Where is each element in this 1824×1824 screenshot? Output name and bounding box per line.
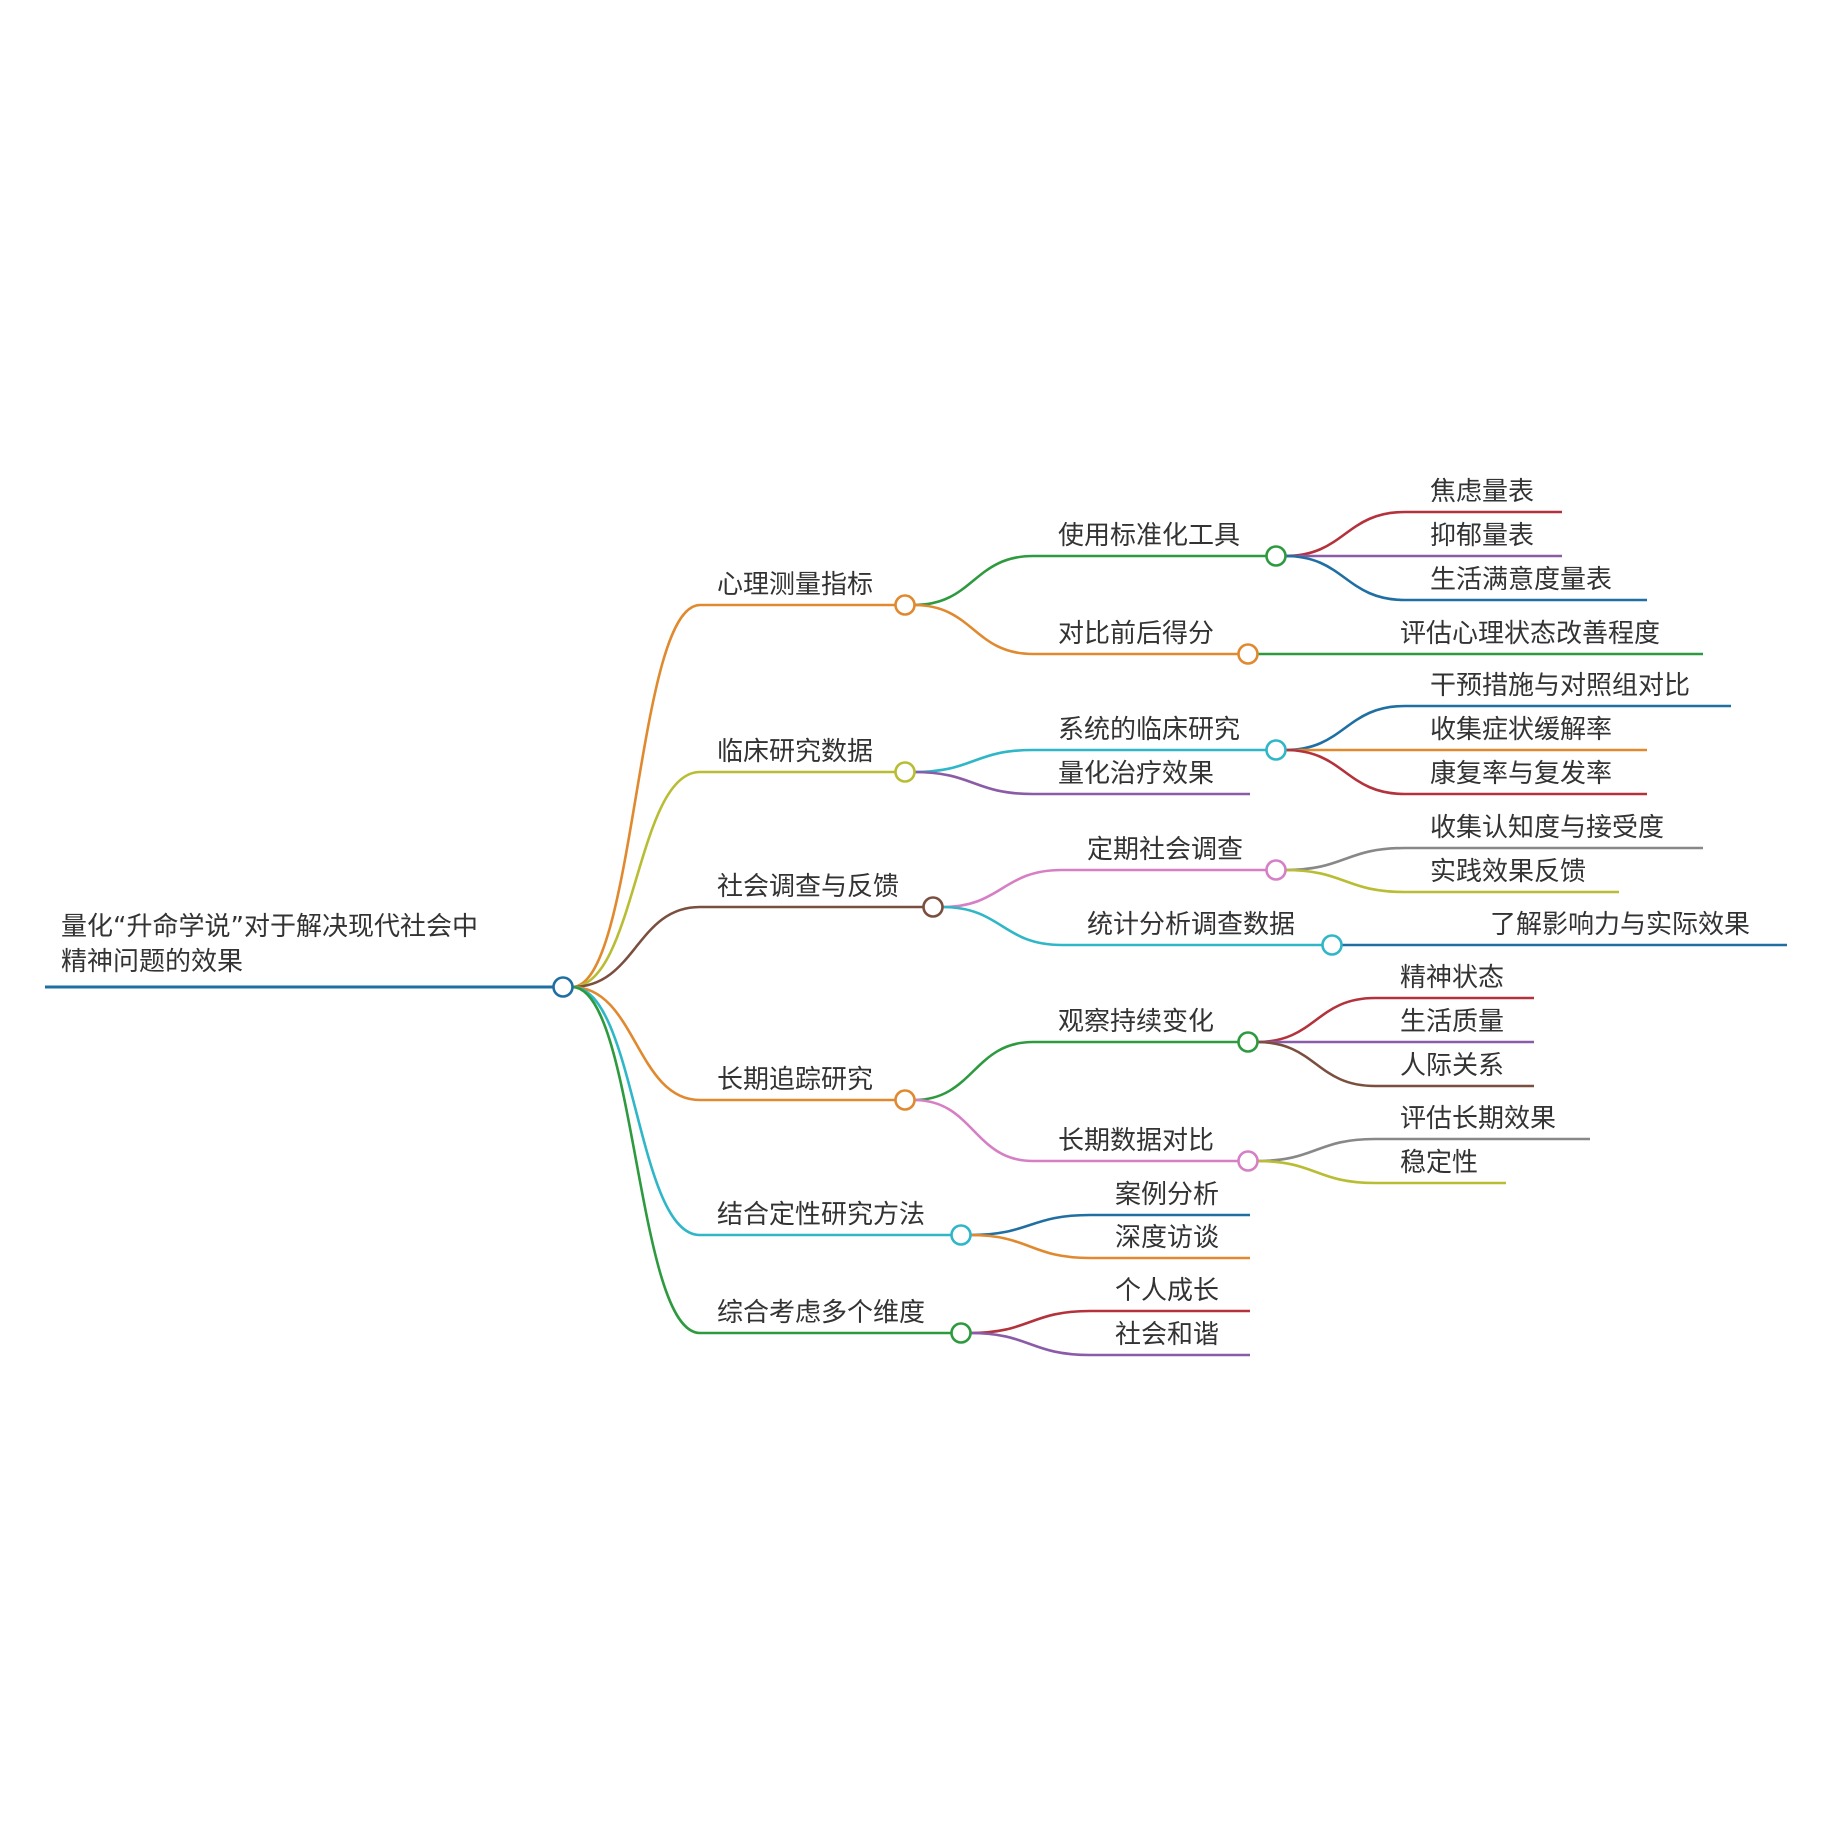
branch-collapse-handle-6[interactable] [950, 1322, 972, 1344]
subtopic-collapse-handle-3-1[interactable] [1265, 859, 1287, 881]
branch-connector-4 [571, 985, 701, 1102]
branch-connector-3 [571, 905, 701, 989]
leaf-topic-4-2-1[interactable]: 评估长期效果 [1400, 1104, 1556, 1134]
branch-collapse-handle-1[interactable] [894, 594, 916, 616]
leaf-topic-2-1-2[interactable]: 收集症状缓解率 [1430, 715, 1612, 745]
leaf-topic-4-1-1[interactable]: 精神状态 [1400, 963, 1504, 993]
subtopic-3-1[interactable]: 定期社会调查 [1087, 835, 1243, 865]
subtopic-connector-2-2 [913, 770, 1034, 796]
leaf-connector-2-1-3 [1284, 748, 1406, 796]
leaf-connector-4-1-1 [1256, 996, 1376, 1044]
subtopic-2-1[interactable]: 系统的临床研究 [1058, 715, 1240, 745]
leaf-topic-4-1-3[interactable]: 人际关系 [1400, 1051, 1504, 1081]
subtopic-connector-4-1 [913, 1040, 1034, 1102]
subtopic-6-2[interactable]: 社会和谐 [1115, 1320, 1219, 1350]
leaf-topic-2-1-1[interactable]: 干预措施与对照组对比 [1430, 671, 1690, 701]
leaf-topic-3-1-2[interactable]: 实践效果反馈 [1430, 857, 1586, 887]
branch-collapse-handle-4[interactable] [894, 1089, 916, 1111]
subtopic-collapse-handle-1-1[interactable] [1265, 545, 1287, 567]
subtopic-1-2[interactable]: 对比前后得分 [1058, 619, 1214, 649]
collapse-handles [552, 545, 1343, 1344]
branch-connector-2 [571, 770, 701, 989]
subtopic-connector-5-2 [969, 1233, 1091, 1260]
leaf-topic-1-1-2[interactable]: 抑郁量表 [1430, 521, 1534, 551]
subtopic-connector-4-2 [913, 1098, 1034, 1163]
subtopic-collapse-handle-4-1[interactable] [1237, 1031, 1259, 1053]
leaf-topic-3-2-1[interactable]: 了解影响力与实际效果 [1490, 910, 1750, 940]
branch-topic-1[interactable]: 心理测量指标 [717, 570, 873, 600]
subtopic-connector-6-2 [969, 1331, 1091, 1357]
branch-connector-1 [571, 603, 701, 989]
leaf-connector-1-1-1 [1284, 510, 1406, 558]
subtopic-2-2[interactable]: 量化治疗效果 [1058, 759, 1214, 789]
branch-collapse-handle-5[interactable] [950, 1224, 972, 1246]
subtopic-collapse-handle-2-1[interactable] [1265, 739, 1287, 761]
branch-connector-6 [571, 985, 701, 1335]
leaf-topic-1-2-1[interactable]: 评估心理状态改善程度 [1400, 619, 1660, 649]
subtopic-5-2[interactable]: 深度访谈 [1115, 1223, 1219, 1253]
subtopic-connector-1-1 [913, 554, 1034, 607]
connectors [45, 510, 1787, 1357]
leaf-topic-1-1-1[interactable]: 焦虑量表 [1430, 477, 1534, 507]
subtopic-1-1[interactable]: 使用标准化工具 [1058, 521, 1240, 551]
leaf-connector-1-1-3 [1284, 554, 1406, 602]
root-collapse-handle[interactable] [552, 976, 574, 998]
root-topic-line-2[interactable]: 精神问题的效果 [61, 947, 243, 977]
leaf-topic-2-1-3[interactable]: 康复率与复发率 [1430, 759, 1612, 789]
subtopic-4-1[interactable]: 观察持续变化 [1058, 1007, 1214, 1037]
leaf-topic-4-2-2[interactable]: 稳定性 [1400, 1148, 1478, 1178]
leaf-connector-3-1-2 [1284, 868, 1406, 894]
branch-topic-6[interactable]: 综合考虑多个维度 [717, 1298, 925, 1328]
branch-collapse-handle-2[interactable] [894, 761, 916, 783]
leaf-topic-1-1-3[interactable]: 生活满意度量表 [1430, 565, 1612, 595]
subtopic-5-1[interactable]: 案例分析 [1115, 1180, 1219, 1210]
subtopic-6-1[interactable]: 个人成长 [1115, 1276, 1219, 1306]
leaf-connector-3-1-1 [1284, 846, 1406, 872]
subtopic-collapse-handle-4-2[interactable] [1237, 1150, 1259, 1172]
root-topic-line-1[interactable]: 量化“升命学说”对于解决现代社会中 [61, 912, 478, 942]
branch-collapse-handle-3[interactable] [922, 896, 944, 918]
branch-topic-4[interactable]: 长期追踪研究 [717, 1065, 873, 1095]
leaf-topic-4-1-2[interactable]: 生活质量 [1400, 1007, 1504, 1037]
subtopic-collapse-handle-3-2[interactable] [1321, 934, 1343, 956]
branch-topic-3[interactable]: 社会调查与反馈 [717, 872, 899, 902]
leaf-connector-4-2-1 [1256, 1137, 1376, 1163]
subtopic-connector-3-1 [941, 868, 1063, 909]
subtopic-connector-6-1 [969, 1309, 1091, 1335]
branch-connector-5 [571, 985, 701, 1237]
branch-topic-2[interactable]: 临床研究数据 [717, 737, 873, 767]
subtopic-connector-3-2 [941, 905, 1063, 947]
leaf-topic-3-1-1[interactable]: 收集认知度与接受度 [1430, 813, 1664, 843]
leaf-connector-2-1-1 [1284, 704, 1406, 752]
leaf-connector-4-1-3 [1256, 1040, 1376, 1088]
subtopic-collapse-handle-1-2[interactable] [1237, 643, 1259, 665]
leaf-connector-4-2-2 [1256, 1159, 1376, 1185]
subtopic-4-2[interactable]: 长期数据对比 [1058, 1126, 1214, 1156]
subtopic-3-2[interactable]: 统计分析调查数据 [1087, 910, 1295, 940]
subtopic-connector-2-1 [913, 748, 1034, 774]
branch-topic-5[interactable]: 结合定性研究方法 [717, 1200, 925, 1230]
subtopic-connector-1-2 [913, 603, 1034, 656]
subtopic-connector-5-1 [969, 1213, 1091, 1237]
